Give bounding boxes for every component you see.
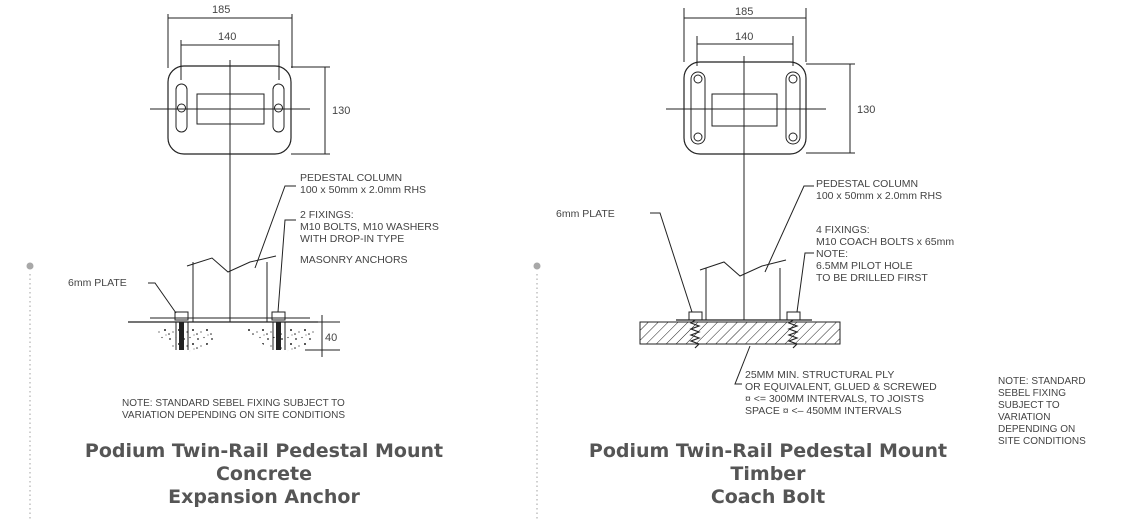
timber-ply-4: SPACE ¤ <– 450MM INTERVALS [745, 405, 902, 417]
concrete-note-line1: NOTE: STANDARD SEBEL FIXING SUBJECT TO [122, 398, 345, 409]
timber-label-fixings-1: 4 FIXINGS: [816, 224, 870, 236]
label-column-title: PEDESTAL COLUMN [300, 172, 402, 184]
timber-label-plate: 6mm PLATE [556, 208, 615, 220]
timber-title-line2: Timber [730, 463, 806, 485]
timber-elevation [639, 185, 841, 385]
concrete-note-line2: VARIATION DEPENDING ON SITE CONDITIONS [122, 410, 345, 421]
timber-note-line4: VARIATION [998, 412, 1050, 423]
timber-label-column-title: PEDESTAL COLUMN [816, 178, 918, 190]
dim-outer-width: 185 [212, 4, 230, 16]
timber-label-fixings-4: 6.5MM PILOT HOLE [816, 260, 913, 272]
dim-height: 130 [332, 105, 350, 117]
concrete-elevation [128, 185, 340, 357]
label-fixings-3: WITH DROP-IN TYPE [300, 233, 404, 245]
timber-title: Podium Twin-Rail Pedestal Mount Timber C… [560, 440, 976, 509]
concrete-title-line3: Expansion Anchor [168, 486, 360, 508]
divider-left [26, 262, 34, 521]
label-fixings-4: MASONRY ANCHORS [300, 254, 408, 266]
divider-middle [533, 262, 541, 521]
concrete-title-line2: Concrete [215, 463, 312, 485]
label-column-size: 100 x 50mm x 2.0mm RHS [300, 184, 426, 196]
timber-ply-3: ¤ <= 300MM INTERVALS, TO JOISTS [745, 393, 924, 405]
concrete-title: Podium Twin-Rail Pedestal Mount Concrete… [56, 440, 472, 509]
label-fixings-1: 2 FIXINGS: [300, 209, 354, 221]
timber-label-fixings-5: TO BE DRILLED FIRST [816, 272, 928, 284]
timber-ply-2: OR EQUIVALENT, GLUED & SCREWED [745, 381, 937, 393]
timber-label-fixings-3: NOTE: [816, 248, 848, 260]
dim-inner-width: 140 [218, 31, 236, 43]
timber-label-column-size: 100 x 50mm x 2.0mm RHS [816, 190, 942, 202]
timber-title-line3: Coach Bolt [710, 486, 826, 508]
timber-plan-view [666, 8, 855, 320]
concrete-plan-view [150, 14, 330, 322]
timber-dim-height: 130 [857, 104, 875, 116]
timber-label-fixings-2: M10 COACH BOLTS x 65mm [816, 236, 954, 248]
timber-note-line2: SEBEL FIXING [998, 388, 1066, 399]
timber-ply-1: 25MM MIN. STRUCTURAL PLY [745, 369, 894, 381]
timber-note-line3: SUBJECT TO [998, 400, 1060, 411]
timber-note-line5: DEPENDING ON [998, 424, 1075, 435]
timber-note-line6: SITE CONDITIONS [998, 436, 1086, 447]
timber-title-line1: Podium Twin-Rail Pedestal Mount [588, 440, 948, 462]
dim-depth: 40 [325, 332, 337, 344]
concrete-title-line1: Podium Twin-Rail Pedestal Mount [84, 440, 444, 462]
label-fixings-2: M10 BOLTS, M10 WASHERS [300, 221, 439, 233]
timber-dim-outer-width: 185 [735, 6, 753, 18]
label-plate: 6mm PLATE [68, 277, 127, 289]
timber-note-line1: NOTE: STANDARD [998, 376, 1086, 387]
timber-dim-inner-width: 140 [735, 31, 753, 43]
